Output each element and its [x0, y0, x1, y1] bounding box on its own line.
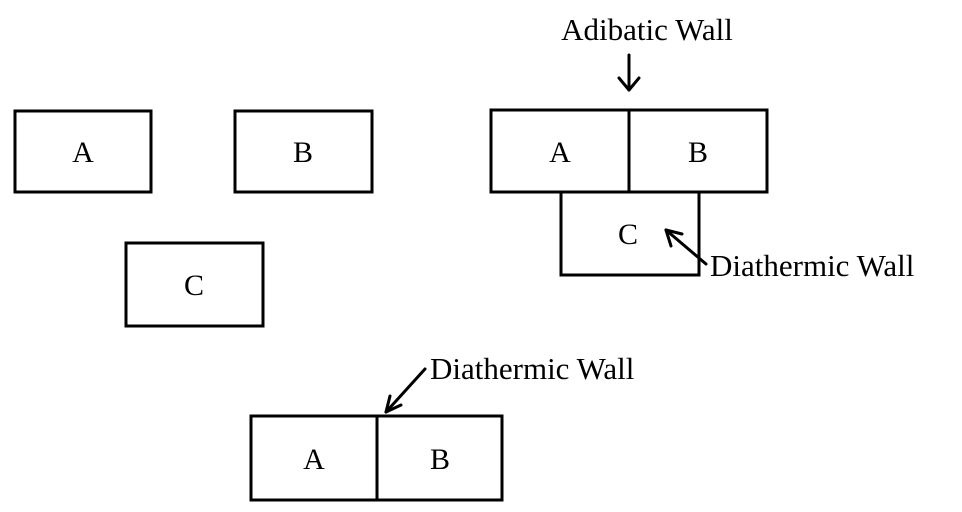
combined-a-label: A	[549, 136, 571, 169]
body-a-box	[13, 109, 153, 194]
diathermic-wall-callout-right: Diathermic Wall	[710, 248, 914, 283]
adiabatic-wall-callout: Adibatic Wall	[561, 12, 733, 47]
ab-b-label: B	[430, 443, 450, 476]
adiabatic-arrow-icon	[617, 53, 641, 92]
separate-bodies-group: A B C	[13, 109, 374, 328]
diathermic-arrow-right-icon	[664, 228, 708, 266]
body-c-box	[124, 241, 265, 328]
body-b-label: B	[293, 136, 313, 169]
diathermic-wall-callout-bottom: Diathermic Wall	[430, 351, 634, 386]
body-b-box	[233, 109, 374, 194]
body-a-label: A	[72, 136, 94, 169]
ab-a-label: A	[303, 443, 325, 476]
combined-b-label: B	[688, 136, 708, 169]
body-c-label: C	[184, 269, 204, 302]
ab-diathermic-group: A B Diathermic Wall	[249, 351, 634, 502]
combined-c-label: C	[618, 218, 638, 251]
combined-abc-group: A B C Adibatic Wall Diathermic Wall	[489, 12, 914, 283]
diathermic-arrow-bottom-icon	[384, 367, 427, 414]
